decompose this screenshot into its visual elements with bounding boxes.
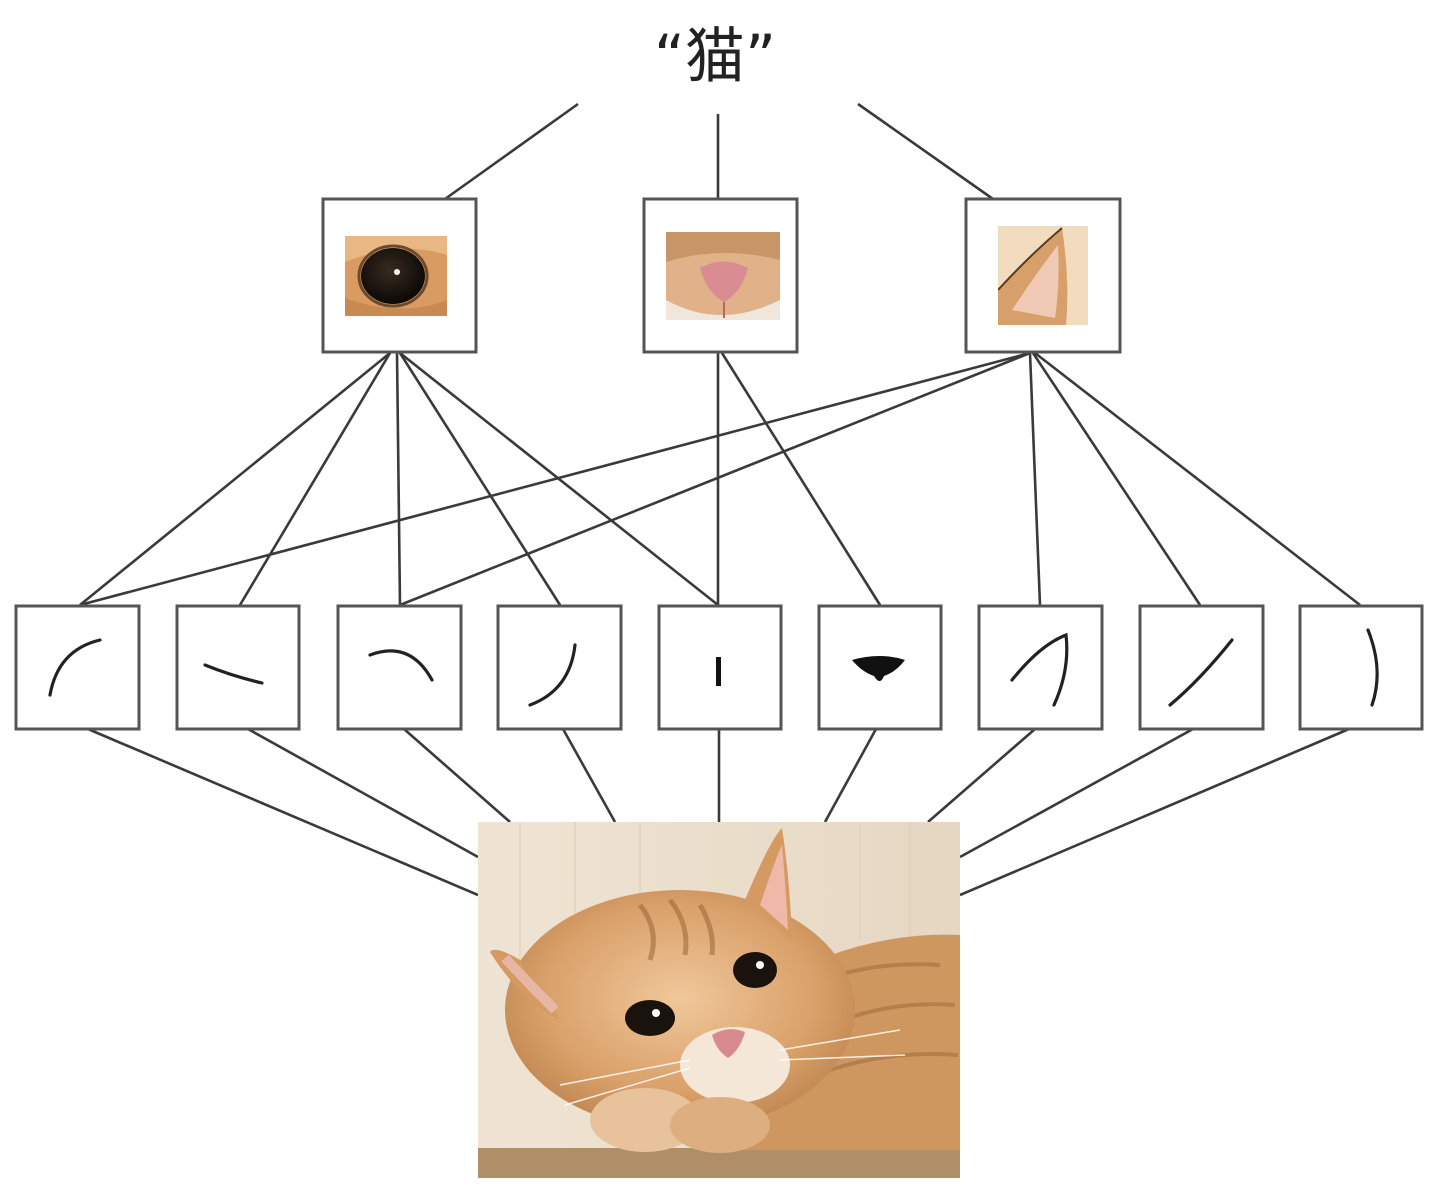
edge-box-4	[496, 604, 623, 731]
kitten-photo	[478, 822, 960, 1178]
edge-eye-4	[398, 352, 562, 606]
edge-eye-2	[238, 352, 392, 606]
edge-photo-1	[87, 727, 479, 897]
edge-box-8	[1138, 604, 1265, 731]
edge-box-1	[14, 604, 141, 731]
edge-feature-row	[14, 604, 1424, 731]
edge-photo-8	[959, 727, 1194, 859]
edge-photo-2	[247, 727, 479, 859]
edge-nose-6	[720, 352, 882, 606]
edge-eye-3	[395, 352, 402, 606]
part-nose-box	[642, 197, 799, 354]
edge-photo-6	[823, 728, 878, 823]
edge-ear-1	[79, 351, 1031, 607]
part-eye-box	[321, 197, 478, 354]
edge-photo-9	[959, 727, 1350, 897]
edge-photo-4	[561, 728, 617, 823]
edge-box-7	[977, 604, 1104, 731]
edge-photo-3	[403, 728, 511, 823]
part-ear-box	[964, 197, 1122, 354]
edge-box-2	[175, 604, 301, 731]
edge-box-6	[817, 604, 943, 731]
edge-photo-7	[927, 728, 1036, 823]
part-connections	[79, 351, 1361, 607]
edge-ear-7	[1028, 352, 1042, 606]
output-label: “猫”	[653, 22, 777, 92]
cat-eye-image	[345, 236, 447, 316]
photo-connections	[87, 727, 1350, 897]
edge-title-eye	[444, 102, 579, 201]
title-connections	[444, 102, 994, 201]
cat-ear-image	[998, 226, 1088, 325]
edge-ear-8	[1031, 352, 1202, 606]
cat-nose-image	[666, 232, 780, 320]
edge-box-9	[1298, 604, 1424, 731]
edge-eye-1	[79, 351, 391, 607]
edge-box-5	[657, 604, 783, 731]
edge-ear-9	[1034, 351, 1361, 607]
edge-box-3	[336, 604, 463, 731]
edge-ear-3	[399, 351, 1031, 607]
edge-title-ear	[857, 102, 994, 201]
